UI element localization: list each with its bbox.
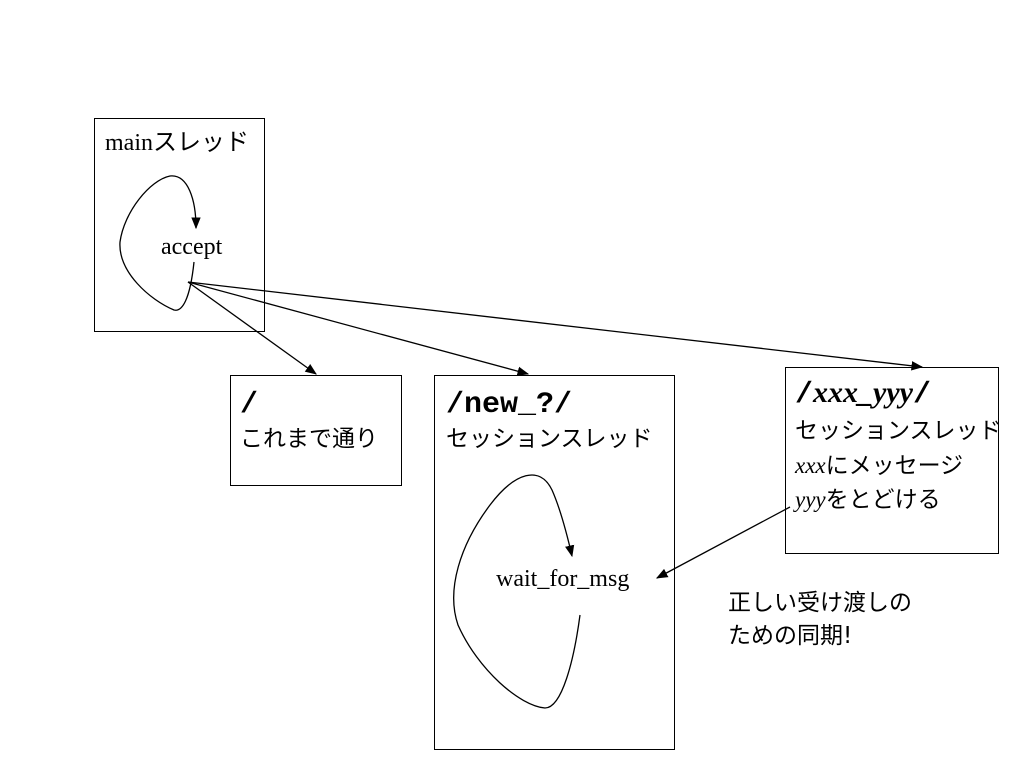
sync-note-line1: 正しい受け渡しの [728,590,912,616]
new-session-path: /new_?/ [446,388,573,422]
new-session-desc: セッションスレッド [446,426,653,452]
sync-note-line2: ための同期! [728,623,853,649]
xxx-line2-rest: にメッセージ [825,453,964,479]
xxx-session-path: /xxx_yyy/ [795,376,931,412]
arrow-message-delivery [655,506,791,579]
main-thread-title-latin: main [105,130,153,156]
accept-loop-arrow [119,175,201,311]
xxx-yyy-session-box [785,367,999,554]
xxx-var: xxx [795,453,826,478]
yyy-var: yyy [795,487,826,512]
root-path-box [230,375,402,486]
xxx-path-slash-start: / [795,378,814,412]
new-session-box [434,375,675,750]
xxx-session-line2: xxxにメッセージ [795,454,963,478]
arrow-to-new-box [187,281,530,376]
arrow-to-xxx-box [187,281,924,371]
root-path-label: / [240,388,259,422]
wait-for-msg-label: wait_for_msg [496,566,630,592]
xxx-path-slash-end: / [912,378,931,412]
xxx-session-line3: yyyをとどける [795,488,941,512]
accept-label: accept [161,234,223,260]
wait-loop-arrow [453,474,581,709]
main-thread-title-jp: スレッド [153,128,249,156]
main-thread-box [94,118,265,332]
main-thread-title: mainスレッド [105,130,249,155]
arrow-to-root-box [187,281,317,375]
root-path-desc: これまで通り [240,426,378,452]
yyy-line3-rest: をとどける [825,487,941,513]
xxx-session-desc: セッションスレッド [795,418,1002,444]
xxx-path-name: xxx_yyy [813,376,913,409]
